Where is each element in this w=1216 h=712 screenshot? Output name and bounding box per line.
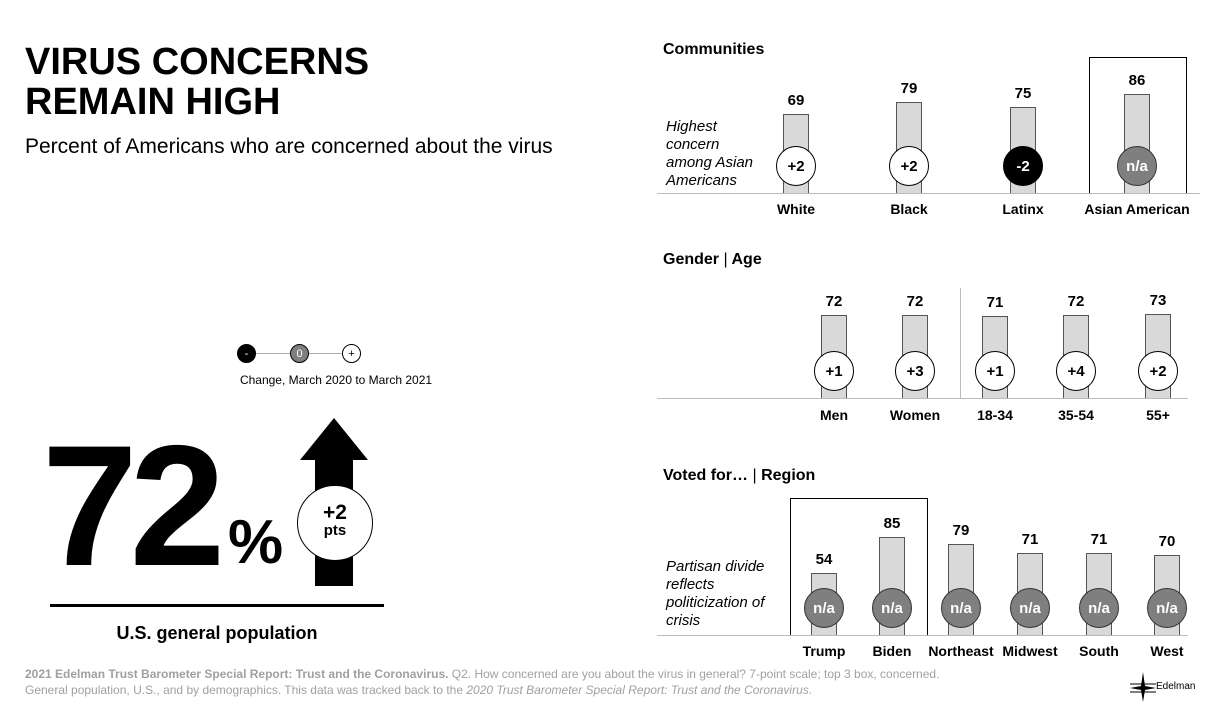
category-label-55-: 55+ <box>1146 407 1170 423</box>
change-badge-18-34: +1 <box>975 351 1015 391</box>
headline-value: 72 <box>42 410 225 602</box>
headline-change: +2 <box>323 501 347 524</box>
change-badge-south: n/a <box>1079 588 1119 628</box>
voted-region-heading: Voted for… | Region <box>663 467 815 485</box>
change-badge-biden: n/a <box>872 588 912 628</box>
footer-question: Q2. How concerned are you about the viru… <box>448 667 940 681</box>
change-badge-55-: +2 <box>1138 351 1178 391</box>
legend-caption: Change, March 2020 to March 2021 <box>239 373 433 387</box>
footer-source: 2021 Edelman Trust Barometer Special Rep… <box>25 667 449 681</box>
value-label-midwest: 71 <box>1021 531 1039 549</box>
gender-heading: Gender <box>663 251 720 268</box>
category-label-black: Black <box>890 201 928 217</box>
headline-change-badge: +2 pts <box>297 485 373 561</box>
voted-heading: Voted for… <box>663 467 749 484</box>
region-heading: Region <box>761 467 816 484</box>
subtitle: Percent of Americans who are concerned a… <box>25 135 553 158</box>
edelman-logo-text: Edelman <box>1156 681 1196 692</box>
category-label-midwest: Midwest <box>1002 643 1058 659</box>
category-label-18-34: 18-34 <box>977 407 1013 423</box>
footer-end: . <box>808 683 813 697</box>
value-label-biden: 85 <box>883 515 901 533</box>
change-badge-black: +2 <box>889 146 929 186</box>
change-badge-women: +3 <box>895 351 935 391</box>
category-label-women: Women <box>889 407 941 423</box>
value-label-women: 72 <box>906 293 924 311</box>
footer-line-2: General population, U.S., and by demogra… <box>25 683 812 697</box>
title-line-2: REMAIN HIGH <box>25 81 281 123</box>
category-label-northeast: Northeast <box>928 643 994 659</box>
change-badge-northeast: n/a <box>941 588 981 628</box>
footer-report: 2020 Trust Barometer Special Report: Tru… <box>466 683 809 697</box>
change-badge-latinx: -2 <box>1003 146 1043 186</box>
edelman-logo: Edelman <box>1130 672 1200 702</box>
category-label-white: White <box>776 201 816 217</box>
edelman-logo-icon <box>1130 672 1156 702</box>
age-heading: Age <box>731 251 762 268</box>
change-badge-men: +1 <box>814 351 854 391</box>
gender-age-divider <box>960 288 961 398</box>
legend-zero-dot: 0 <box>290 344 309 363</box>
category-label-biden: Biden <box>872 643 912 659</box>
chart-axis <box>657 398 1188 399</box>
change-badge-trump: n/a <box>804 588 844 628</box>
headline-rule <box>50 604 384 607</box>
legend-negative-dot: - <box>237 344 256 363</box>
communities-heading: Communities <box>663 41 765 58</box>
legend-positive-dot: + <box>342 344 361 363</box>
separator: | <box>723 251 728 268</box>
change-badge-west: n/a <box>1147 588 1187 628</box>
value-label-south: 71 <box>1090 531 1108 549</box>
change-badge-white: +2 <box>776 146 816 186</box>
category-label-men: Men <box>820 407 848 423</box>
category-label-west: West <box>1150 643 1184 659</box>
value-label-black: 79 <box>900 80 918 98</box>
value-label-18-34: 71 <box>986 294 1004 312</box>
headline-change-unit: pts <box>323 522 347 539</box>
change-badge-midwest: n/a <box>1010 588 1050 628</box>
gender-age-heading: Gender | Age <box>663 251 762 269</box>
footer-line-1: 2021 Edelman Trust Barometer Special Rep… <box>25 667 939 681</box>
value-label-35-54: 72 <box>1067 293 1085 311</box>
change-badge-35-54: +4 <box>1056 351 1096 391</box>
chart-axis <box>657 635 1188 636</box>
value-label-asian-american: 86 <box>1128 72 1146 90</box>
category-label-south: South <box>1079 643 1119 659</box>
title-line-1: VIRUS CONCERNS <box>25 41 370 83</box>
headline-label: U.S. general population <box>116 623 318 643</box>
value-label-men: 72 <box>825 293 843 311</box>
separator: | <box>752 467 757 484</box>
footer-text: General population, U.S., and by demogra… <box>25 683 467 697</box>
communities-note: Highest concern among Asian Americans <box>666 118 753 189</box>
category-label-35-54: 35-54 <box>1058 407 1094 423</box>
category-label-asian-american: Asian American <box>1084 201 1190 217</box>
value-label-northeast: 79 <box>952 522 970 540</box>
category-label-trump: Trump <box>802 643 846 659</box>
value-label-latinx: 75 <box>1014 84 1032 102</box>
headline-unit: % <box>228 508 284 577</box>
region-note: Partisan divide reflects politicization … <box>666 558 765 629</box>
chart-axis <box>657 193 1200 194</box>
value-label-55-: 73 <box>1149 292 1167 310</box>
value-label-west: 70 <box>1158 532 1176 550</box>
value-label-trump: 54 <box>815 550 833 568</box>
value-label-white: 69 <box>787 91 805 109</box>
category-label-latinx: Latinx <box>1002 201 1044 217</box>
change-badge-asian-american: n/a <box>1117 146 1157 186</box>
